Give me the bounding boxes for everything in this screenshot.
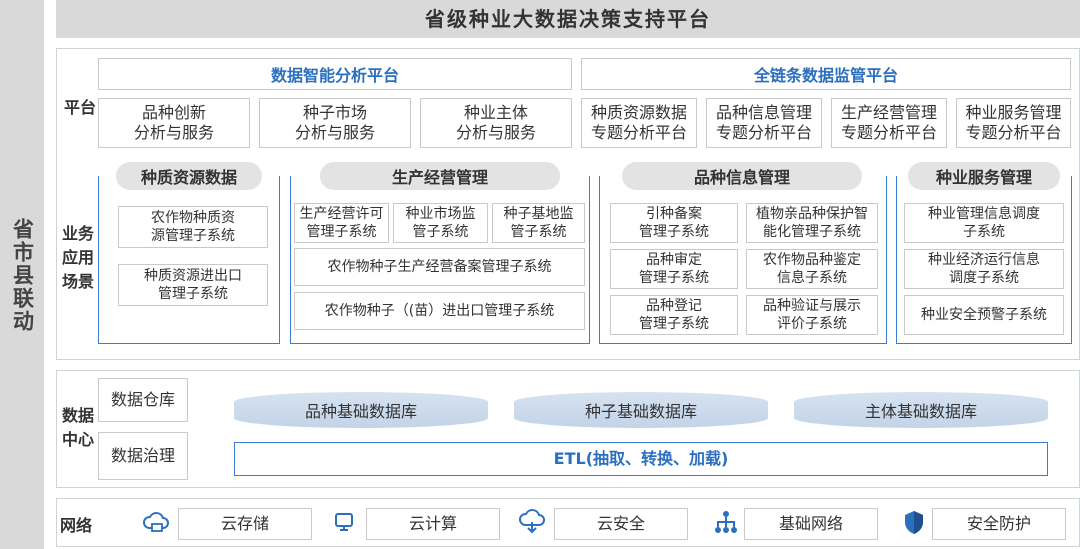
- category-title: 种业服务管理: [908, 162, 1060, 190]
- platform-item[interactable]: 种业主体 分析与服务: [420, 98, 572, 148]
- network-topology-icon: [715, 511, 737, 533]
- subsystem-item[interactable]: 种业经济运行信息 调度子系统: [904, 249, 1064, 289]
- header-data-analysis: 数据智能分析平台: [98, 58, 572, 90]
- subsystem-item[interactable]: 引种备案 管理子系统: [610, 203, 738, 243]
- database-entity: 主体基础数据库: [794, 392, 1048, 428]
- platform-item[interactable]: 品种信息管理 专题分析平台: [706, 98, 822, 148]
- category-title: 品种信息管理: [622, 162, 862, 190]
- subsystem-item[interactable]: 植物亲品种保护智 能化管理子系统: [746, 203, 878, 243]
- cloud-security-button[interactable]: 云安全: [554, 508, 688, 540]
- cloud-storage-icon: [143, 512, 169, 532]
- data-center-label: 数据 中心: [61, 406, 94, 449]
- subsystem-item[interactable]: 种子基地监 管子系统: [492, 203, 585, 243]
- page-title: 省级种业大数据决策支持平台: [56, 0, 1080, 38]
- platform-label: 平台: [64, 98, 97, 117]
- subsystem-item[interactable]: 农作物品种鉴定 信息子系统: [746, 249, 878, 289]
- etl-bar: ETL(抽取、转换、加载): [234, 442, 1048, 476]
- platform-item[interactable]: 种业服务管理 专题分析平台: [956, 98, 1071, 148]
- network-label: 网络: [60, 516, 93, 535]
- subsystem-item[interactable]: 品种审定 管理子系统: [610, 249, 738, 289]
- platform-item[interactable]: 种质资源数据 专题分析平台: [581, 98, 697, 148]
- platform-item[interactable]: 生产经营管理 专题分析平台: [831, 98, 947, 148]
- header-data-supervision: 全链条数据监管平台: [581, 58, 1071, 90]
- cloud-security-icon: [519, 509, 545, 534]
- basic-network-button[interactable]: 基础网络: [744, 508, 878, 540]
- platform-item[interactable]: 品种创新 分析与服务: [98, 98, 250, 148]
- side-label: 省市县联动: [10, 217, 35, 333]
- subsystem-item[interactable]: 农作物种子生产经营备案管理子系统: [294, 248, 585, 286]
- subsystem-item[interactable]: 生产经营许可 管理子系统: [294, 203, 389, 243]
- subsystem-item[interactable]: 种业安全预警子系统: [904, 295, 1064, 335]
- subsystem-item[interactable]: 农作物种质资 源管理子系统: [118, 206, 268, 248]
- cloud-compute-button[interactable]: 云计算: [366, 508, 500, 540]
- security-protection-button[interactable]: 安全防护: [932, 508, 1066, 540]
- shield-icon: [905, 511, 923, 534]
- subsystem-item[interactable]: 种质资源进出口 管理子系统: [118, 264, 268, 306]
- subsystem-item[interactable]: 品种登记 管理子系统: [610, 295, 738, 335]
- cloud-storage-button[interactable]: 云存储: [178, 508, 312, 540]
- side-bar: [0, 0, 44, 549]
- category-title: 种质资源数据: [116, 162, 262, 190]
- subsystem-item[interactable]: 种业管理信息调度 子系统: [904, 203, 1064, 243]
- data-warehouse-button[interactable]: 数据仓库: [98, 378, 188, 422]
- category-germplasm: [98, 176, 280, 344]
- business-label: 业务 应用 场景: [61, 224, 94, 291]
- database-seed: 种子基础数据库: [514, 392, 768, 428]
- cloud-compute-icon: [335, 513, 353, 531]
- category-title: 生产经营管理: [320, 162, 560, 190]
- subsystem-item[interactable]: 种业市场监 管子系统: [393, 203, 488, 243]
- subsystem-item[interactable]: 农作物种子（(苗）进出口管理子系统: [294, 292, 585, 330]
- platform-item[interactable]: 种子市场 分析与服务: [259, 98, 411, 148]
- subsystem-item[interactable]: 品种验证与展示 评价子系统: [746, 295, 878, 335]
- data-governance-button[interactable]: 数据治理: [98, 432, 188, 480]
- database-variety: 品种基础数据库: [234, 392, 488, 428]
